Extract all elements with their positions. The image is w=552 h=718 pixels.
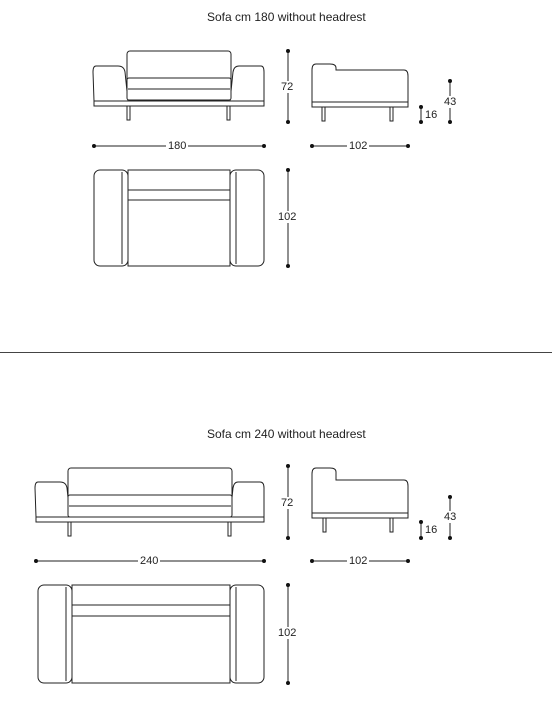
- dim-240-leg-height: 16: [423, 524, 440, 536]
- section-title-240: Sofa cm 240 without headrest: [207, 427, 366, 441]
- dim-180-height: 72: [279, 81, 296, 93]
- sofa-180-side-view: [311, 63, 409, 122]
- dim-240-depth-top: 102: [276, 627, 299, 639]
- section-title-180: Sofa cm 180 without headrest: [207, 10, 366, 24]
- dim-180-width: 180: [166, 140, 189, 152]
- dim-180-depth-side: 102: [347, 140, 370, 152]
- dim-180-seat-height: 43: [442, 96, 459, 108]
- sofa-240-top-view: [37, 584, 265, 684]
- dim-180-depth-top: 102: [276, 211, 299, 223]
- sofa-180-front-view: [92, 50, 265, 121]
- dim-240-depth-side: 102: [347, 555, 370, 567]
- dim-240-seat-height: 43: [442, 511, 459, 523]
- sofa-240-front-view: [34, 467, 265, 537]
- section-divider: [0, 352, 552, 353]
- dim-180-leg-height: 16: [423, 109, 440, 121]
- dim-240-width: 240: [138, 555, 161, 567]
- sofa-180-top-view: [93, 169, 265, 267]
- dim-240-height: 72: [279, 497, 296, 509]
- sofa-240-side-view: [311, 467, 409, 533]
